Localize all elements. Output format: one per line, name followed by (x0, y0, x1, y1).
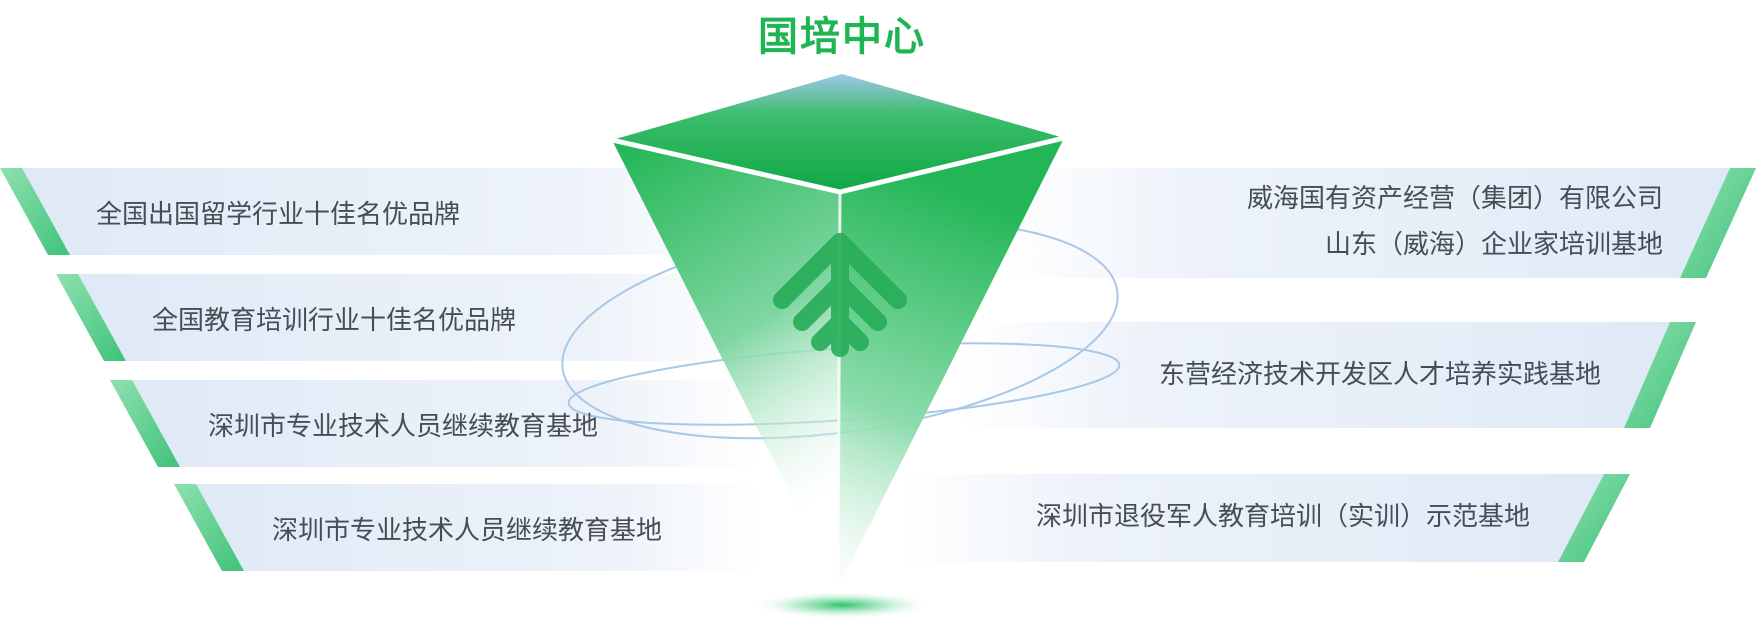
left-band-4-stripe (174, 484, 244, 571)
pyramid-top-face (612, 74, 1064, 192)
left-bands (0, 168, 760, 571)
right-band-3 (900, 474, 1604, 562)
left-item-label-4: 深圳市专业技术人员继续教育基地 (272, 516, 663, 546)
right-bands (900, 168, 1756, 562)
right-band-3-stripe (1558, 474, 1630, 562)
right-item-label-1: 威海国有资产经营（集团）有限公司 山东（威海）企业家培训基地 (1247, 176, 1663, 268)
pyramid-right-face (838, 138, 1064, 588)
right-item-label-3: 深圳市退役军人教育培训（实训）示范基地 (1035, 502, 1530, 532)
left-band-3 (132, 380, 760, 467)
upward-arrows-icon (773, 233, 907, 357)
left-band-2 (78, 274, 760, 361)
left-item-label-1: 全国出国留学行业十佳名优品牌 (96, 200, 461, 230)
right-band-1-stripe (1680, 168, 1756, 278)
right-item-1-line-1: 威海国有资产经营（集团）有限公司 (1246, 184, 1663, 214)
right-band-2 (960, 322, 1670, 428)
left-item-label-2: 全国教育培训行业十佳名优品牌 (152, 306, 517, 336)
left-band-3-stripe (110, 380, 180, 467)
left-band-1 (22, 168, 760, 255)
right-item-label-2: 东营经济技术开发区人才培养实践基地 (1158, 360, 1601, 390)
left-band-2-stripe (56, 274, 126, 361)
inverted-pyramid (611, 74, 1065, 589)
right-item-1-line-2: 山东（威海）企业家培训基地 (1324, 230, 1663, 260)
right-band-1 (1000, 168, 1730, 278)
pyramid-left-face (612, 140, 840, 588)
left-band-4 (196, 484, 760, 571)
right-band-2-stripe (1624, 322, 1696, 428)
apex-glow (750, 591, 934, 619)
page-title: 国培中心 (758, 14, 926, 60)
left-item-label-3: 深圳市专业技术人员继续教育基地 (208, 412, 599, 442)
left-band-1-stripe (0, 168, 70, 255)
